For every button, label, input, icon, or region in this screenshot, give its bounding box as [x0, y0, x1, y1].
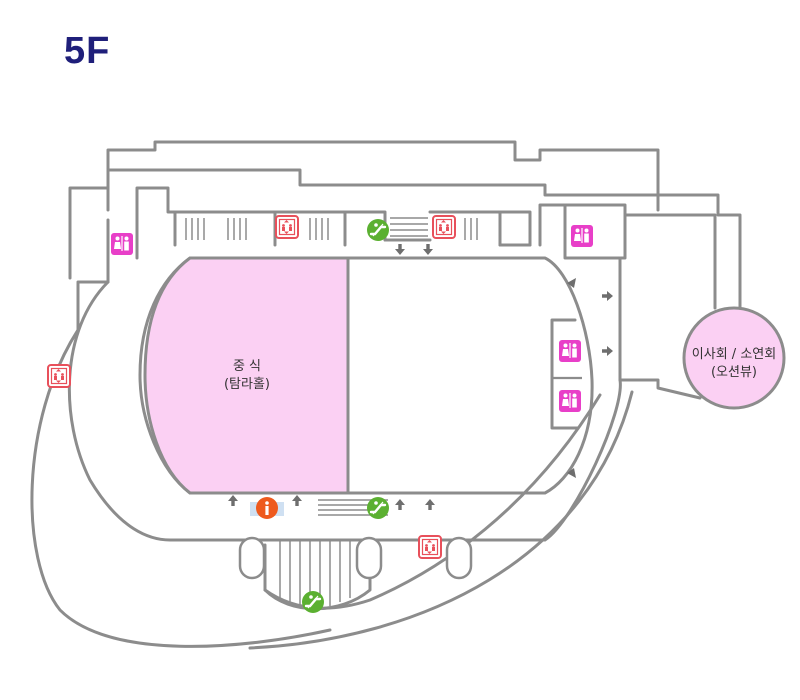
chinese-restaurant-subname: (탐라홀): [224, 377, 270, 392]
escalator-icon[interactable]: [365, 217, 391, 243]
escalator-icon[interactable]: [300, 589, 326, 615]
direction-arrow-icon: [567, 468, 576, 478]
elevator-icon[interactable]: [418, 535, 442, 559]
direction-arrows: [228, 244, 613, 510]
elevator-icon[interactable]: [275, 215, 299, 239]
outer-walls: [30, 140, 742, 650]
chinese-restaurant-name: 중 식: [233, 359, 261, 374]
board-room-subname: (오션뷰): [711, 365, 757, 380]
board-room[interactable]: [682, 306, 786, 410]
restroom-icon[interactable]: [559, 390, 581, 412]
stairs-top: [185, 217, 478, 240]
direction-arrow-icon: [228, 495, 238, 506]
elevator-icon[interactable]: [432, 215, 456, 239]
direction-arrow-icon: [425, 499, 435, 510]
restroom-icon[interactable]: [559, 340, 581, 362]
board-room-name: 이사회 / 소연회: [692, 347, 776, 362]
direction-arrow-icon: [602, 291, 613, 301]
direction-arrow-icon: [423, 244, 433, 255]
escalator-icon[interactable]: [365, 495, 391, 521]
information-icon[interactable]: [256, 497, 278, 519]
restroom-icon[interactable]: [571, 225, 593, 247]
elevator-icon[interactable]: [47, 364, 71, 388]
direction-arrow-icon: [292, 495, 302, 506]
direction-arrow-icon: [602, 346, 613, 356]
direction-arrow-icon: [395, 244, 405, 255]
direction-arrow-icon: [567, 278, 576, 288]
restroom-icon[interactable]: [111, 233, 133, 255]
direction-arrow-icon: [395, 499, 405, 510]
chinese-restaurant-room[interactable]: [143, 256, 350, 495]
main-staircase: [238, 536, 473, 611]
floor-label: 5F: [64, 30, 111, 72]
